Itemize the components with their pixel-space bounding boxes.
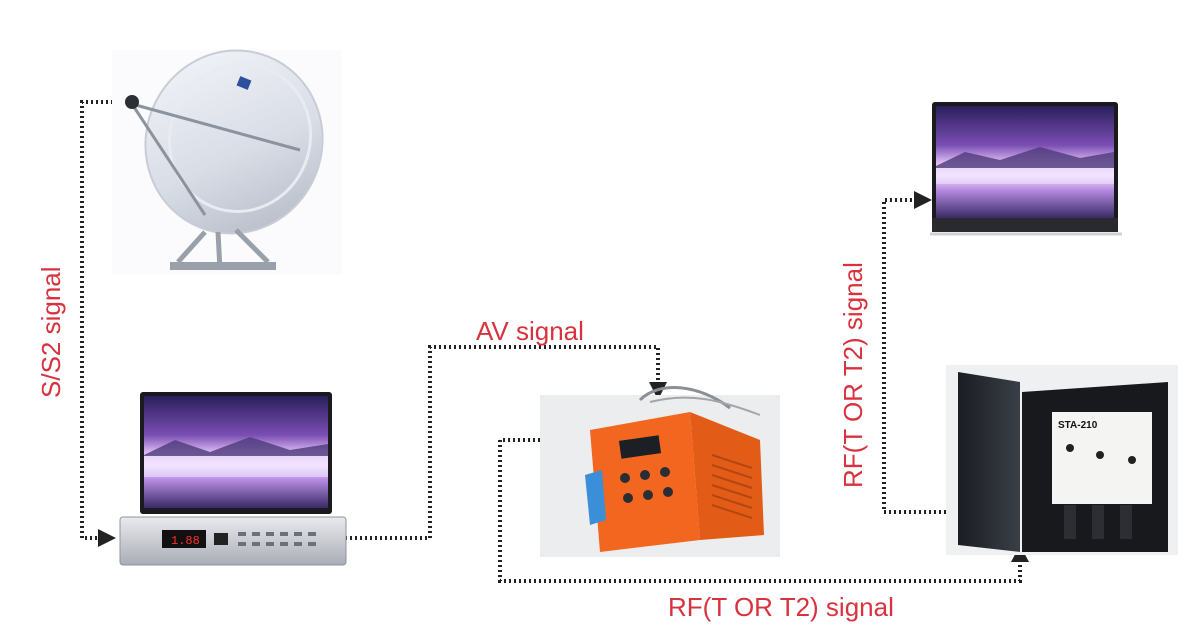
receiver-display: 1.88 (171, 534, 200, 548)
destination-tv (930, 102, 1122, 236)
receiver-tv (140, 392, 332, 514)
av-rf-modulator (540, 386, 780, 557)
label-av-signal: AV signal (476, 316, 584, 346)
rf-amplifier: STA-210 (946, 365, 1178, 555)
label-rf-signal-bottom: RF(T OR T2) signal (668, 592, 894, 622)
connector-receiver-to-modulator (345, 345, 660, 540)
label-s-s2-signal: S/S2 signal (36, 266, 66, 398)
connector-modulator-to-amplifier (498, 438, 1022, 583)
amplifier-model: STA-210 (1058, 420, 1098, 431)
arrow-tv-input (914, 191, 932, 209)
label-rf-signal-vertical: RF(T OR T2) signal (838, 262, 868, 488)
set-top-box: 1.88 (119, 516, 347, 566)
connector-amplifier-to-tv (882, 198, 946, 514)
arrow-receiver-input (98, 529, 116, 547)
satellite-dish (112, 49, 342, 275)
